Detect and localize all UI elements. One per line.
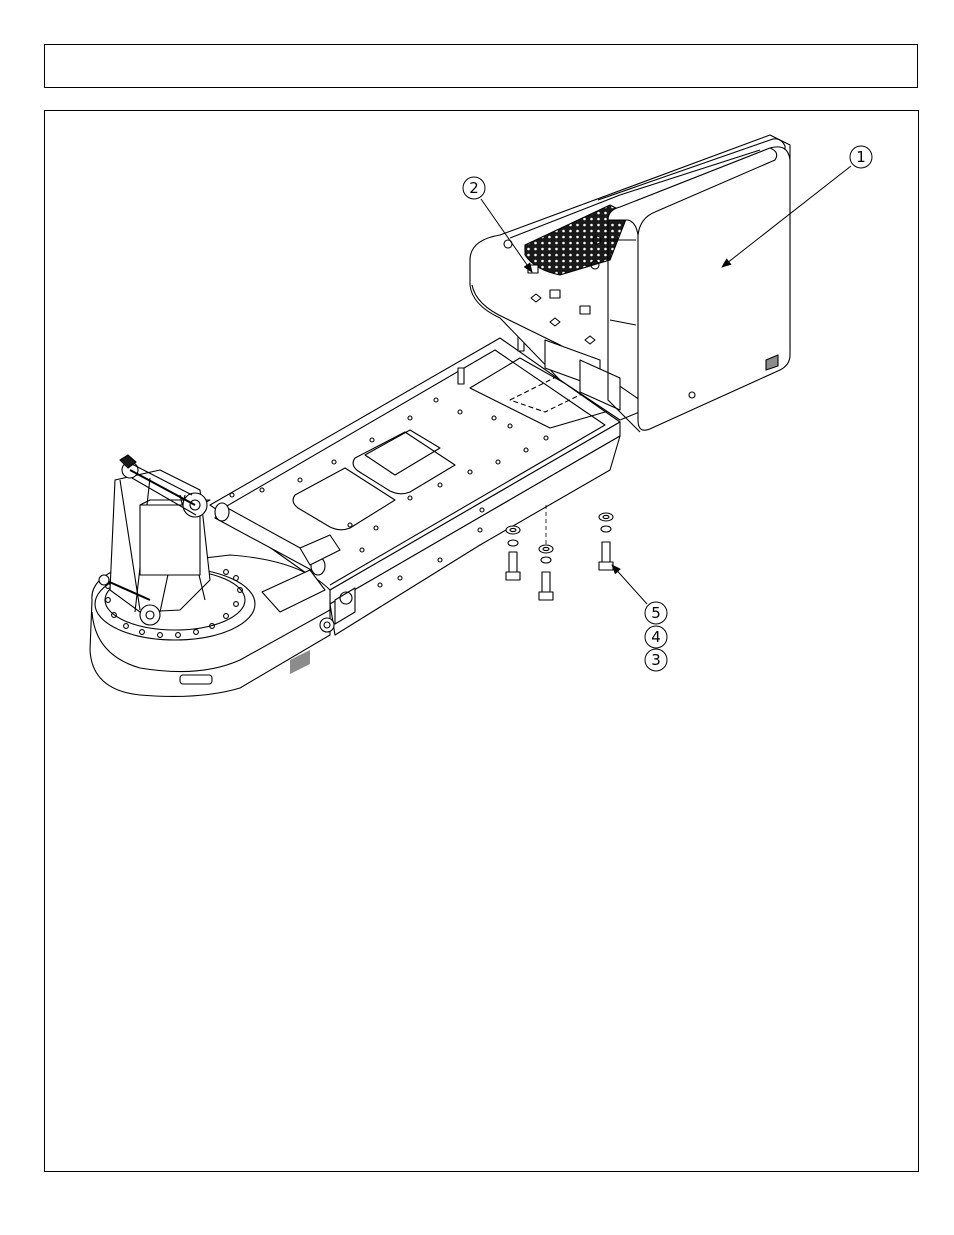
callout-1-label: 1 — [856, 148, 866, 166]
callout-3: 3 — [645, 649, 667, 671]
callout-4-label: 4 — [651, 628, 661, 646]
callout-1: 1 — [850, 146, 872, 168]
callout-2-label: 2 — [469, 179, 479, 197]
callout-2: 2 — [463, 177, 485, 199]
callout-5: 5 — [645, 602, 667, 624]
callout-4: 4 — [645, 626, 667, 648]
callout-3-label: 3 — [651, 651, 661, 669]
callout-5-label: 5 — [651, 604, 661, 622]
